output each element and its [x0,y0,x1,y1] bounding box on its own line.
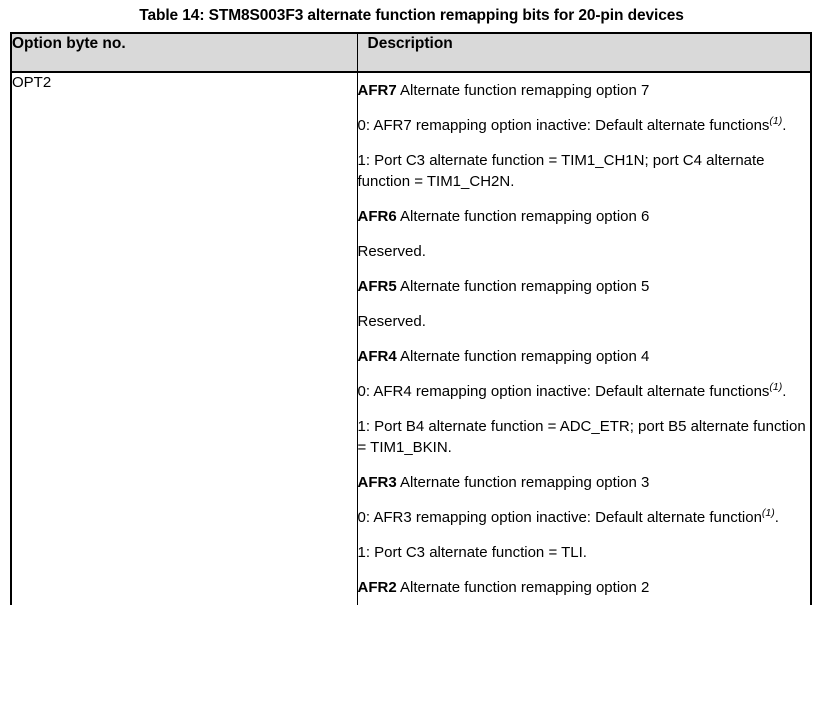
description-paragraph: 0: AFR3 remapping option inactive: Defau… [357,507,779,526]
bit-name: AFR4 [357,348,397,365]
description-paragraph: 1: Port B4 alternate function = ADC_ETR;… [357,418,806,456]
footnote-marker: (1) [769,381,783,393]
description-paragraph: 0: AFR4 remapping option inactive: Defau… [357,381,787,400]
description-bit-heading: AFR3 Alternate function remapping option… [357,474,650,491]
footnote-marker: (1) [761,507,775,519]
footnote-marker: (1) [769,115,783,127]
description-bit-heading: AFR4 Alternate function remapping option… [357,348,650,365]
description-block-list: AFR7 Alternate function remapping option… [358,73,811,605]
bit-name: AFR6 [357,208,397,225]
description-paragraph: Reserved. [357,243,426,260]
cell-description: AFR7 Alternate function remapping option… [356,72,811,605]
description-paragraph: 0: AFR7 remapping option inactive: Defau… [357,115,787,134]
table-container: Option byte no. Description OPT2 AFR7 Al… [10,32,812,605]
description-bit-heading: AFR5 Alternate function remapping option… [357,278,650,295]
description-paragraph: 1: Port C3 alternate function = TIM1_CH1… [357,152,765,190]
bit-name: AFR7 [357,82,397,99]
column-header-description: Description [356,34,810,73]
description-paragraph: 1: Port C3 alternate function = TLI. [357,544,587,561]
option-byte-table: Option byte no. Description OPT2 AFR7 Al… [12,34,810,605]
description-paragraph: Reserved. [357,313,426,330]
column-header-option-byte: Option byte no. [12,34,357,73]
table-caption: Table 14: STM8S003F3 alternate function … [139,7,684,24]
bit-name: AFR2 [357,579,397,596]
bit-name: AFR3 [357,474,397,491]
cell-option-byte-value: OPT2 [12,74,52,91]
table-header-row: Option byte no. Description [12,34,810,73]
description-bit-heading: AFR2 Alternate function remapping option… [357,579,650,596]
table-row: OPT2 AFR7 Alternate function remapping o… [12,72,810,605]
description-bit-heading: AFR7 Alternate function remapping option… [357,82,650,99]
description-bit-heading: AFR6 Alternate function remapping option… [357,208,650,225]
bit-name: AFR5 [357,278,397,295]
